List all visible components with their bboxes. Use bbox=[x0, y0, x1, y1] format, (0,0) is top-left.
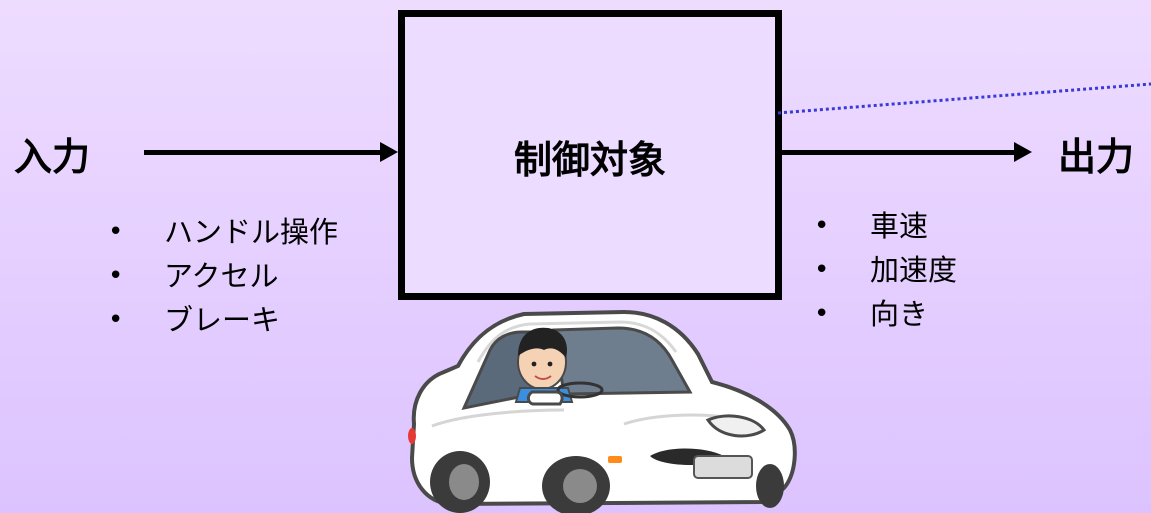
car-with-driver-icon bbox=[408, 309, 797, 513]
input-item: ハンドル操作 bbox=[108, 210, 338, 254]
input-item: ブレーキ bbox=[108, 298, 338, 342]
output-item: 加速度 bbox=[814, 248, 957, 292]
input-label: 入力 bbox=[14, 135, 91, 179]
output-item: 車速 bbox=[814, 204, 957, 248]
output-label: 出力 bbox=[1058, 135, 1135, 179]
input-arrow bbox=[144, 142, 398, 162]
control-target-label: 制御対象 bbox=[513, 138, 666, 182]
output-item: 向き bbox=[814, 292, 957, 336]
output-arrow bbox=[780, 142, 1032, 162]
control-target-box: 制御対象 bbox=[398, 10, 782, 300]
input-list: ハンドル操作 アクセル ブレーキ bbox=[108, 210, 338, 342]
input-item: アクセル bbox=[108, 254, 338, 298]
output-list: 車速 加速度 向き bbox=[814, 204, 957, 336]
